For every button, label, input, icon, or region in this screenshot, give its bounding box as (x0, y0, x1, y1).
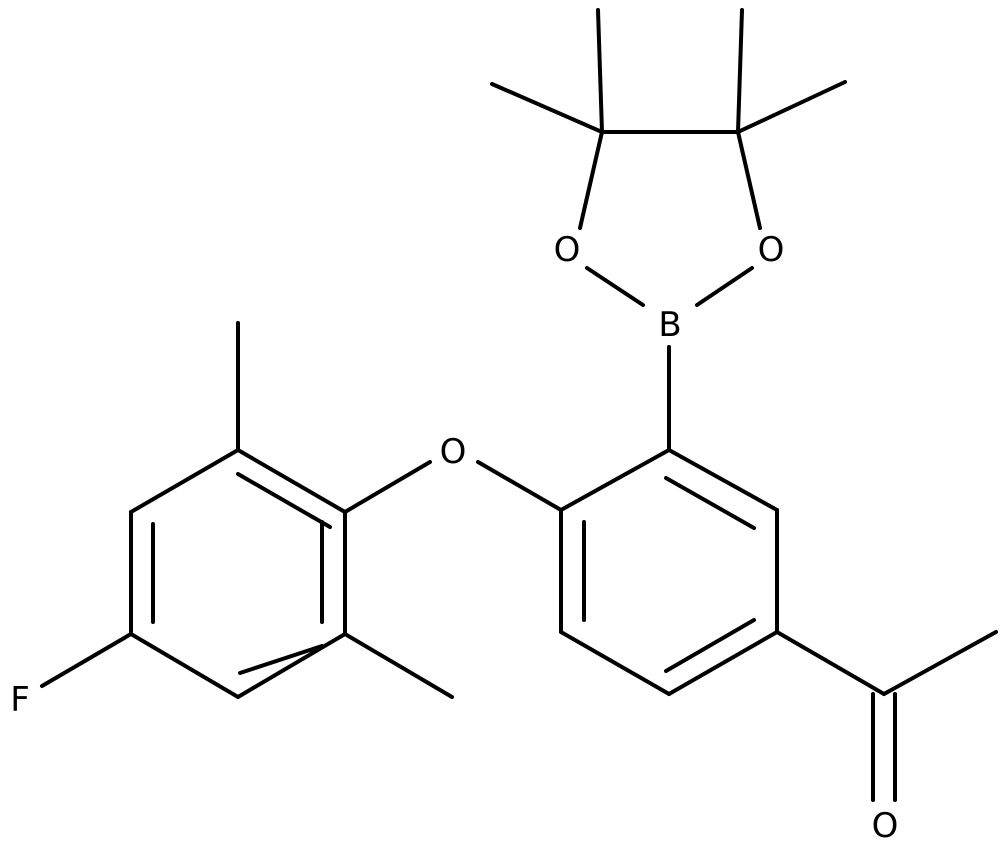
ring-oxygen-left-label: O (554, 230, 581, 270)
bond (736, 130, 762, 230)
atom-labels: O O B O F O (10, 230, 898, 846)
central-benzene-ring (476, 345, 779, 696)
bond (236, 472, 332, 529)
fluorine-label: F (10, 680, 30, 720)
bond (664, 618, 756, 673)
bond (129, 448, 240, 514)
bond (596, 8, 604, 134)
ether-oxygen-label: O (440, 432, 467, 472)
pinacol-ring (490, 8, 847, 307)
bond (238, 644, 324, 675)
fluoro-dimethylphenyl-ring (40, 321, 454, 699)
bond (343, 632, 454, 699)
boron-label: B (658, 305, 681, 345)
bond (559, 630, 671, 696)
bond (695, 266, 754, 307)
ring-oxygen-right-label: O (758, 230, 785, 270)
bond (476, 460, 563, 512)
bond (40, 632, 133, 688)
bond (559, 448, 671, 512)
bond (882, 630, 998, 696)
bond (343, 460, 432, 514)
bond (664, 476, 756, 530)
acetyl-group (775, 630, 998, 802)
bond (490, 82, 604, 134)
carbonyl-oxygen-label: O (872, 806, 899, 846)
bond (236, 632, 347, 699)
bond (129, 632, 240, 699)
bond (667, 448, 779, 512)
bond (236, 448, 347, 514)
bond (667, 630, 779, 696)
bond (736, 80, 847, 134)
bond (578, 130, 604, 230)
bond (775, 630, 886, 696)
bond (736, 8, 744, 134)
bond (585, 266, 645, 307)
